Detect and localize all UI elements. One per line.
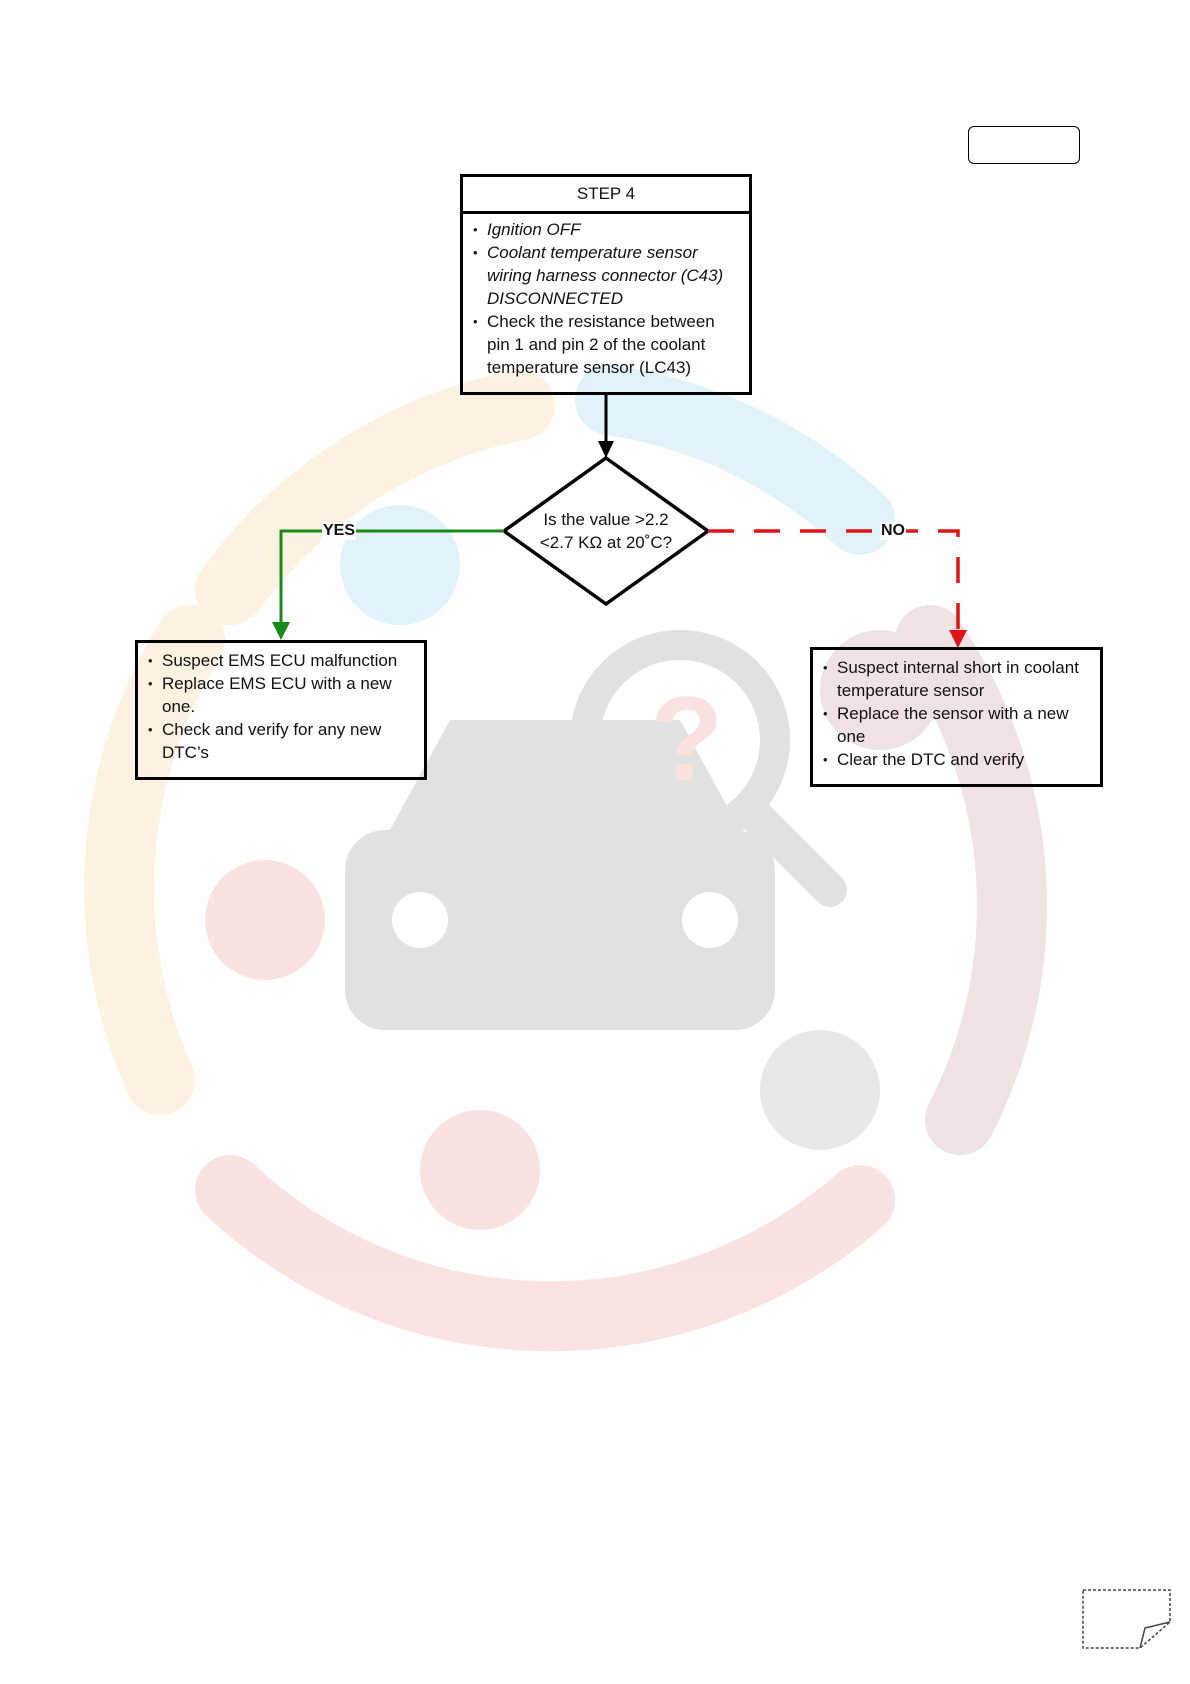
- yes-connector: [279, 529, 504, 629]
- decision-question: Is the value >2.2 <2.7 KΩ at 20˚C?: [520, 508, 692, 554]
- no-label: NO: [880, 522, 906, 540]
- svg-text:?: ?: [650, 672, 723, 806]
- step-to-decision-arrowhead: [598, 441, 614, 458]
- step-item: Ignition OFF: [471, 218, 741, 241]
- no-outcome-item: Replace the sensor with a new one: [821, 702, 1092, 748]
- step-item: Check the resistance between pin 1 and p…: [471, 310, 741, 379]
- decision-line-1: Is the value >2.2: [543, 510, 669, 529]
- page-tag-box: [968, 126, 1080, 164]
- no-outcome-list: Suspect internal short in coolant temper…: [813, 650, 1100, 777]
- decision-line-2: <2.7 KΩ at 20˚C?: [539, 533, 673, 552]
- yes-outcome-item: Check and verify for any new DTC’s: [146, 718, 416, 764]
- step-item: Coolant temperature sensor wiring harnes…: [471, 241, 741, 310]
- yes-outcome-item: Suspect EMS ECU malfunction: [146, 649, 416, 672]
- step-checklist: Ignition OFF Coolant temperature sensor …: [463, 214, 749, 385]
- yes-outcome-item: Replace EMS ECU with a new one.: [146, 672, 416, 718]
- yes-outcome-list: Suspect EMS ECU malfunction Replace EMS …: [138, 643, 424, 770]
- no-outcome-item: Suspect internal short in coolant temper…: [821, 656, 1092, 702]
- no-outcome-item: Clear the DTC and verify: [821, 748, 1092, 771]
- yes-label: YES: [322, 522, 357, 540]
- yes-outcome-box: Suspect EMS ECU malfunction Replace EMS …: [135, 640, 427, 780]
- step-title: STEP 4: [463, 177, 749, 214]
- no-connector: [708, 529, 960, 632]
- decision-diamond: [500, 455, 712, 607]
- yes-arrowhead: [272, 622, 290, 640]
- no-outcome-box: Suspect internal short in coolant temper…: [810, 647, 1103, 787]
- step-box: STEP 4 Ignition OFF Coolant temperature …: [460, 174, 752, 395]
- no-arrowhead: [949, 630, 967, 648]
